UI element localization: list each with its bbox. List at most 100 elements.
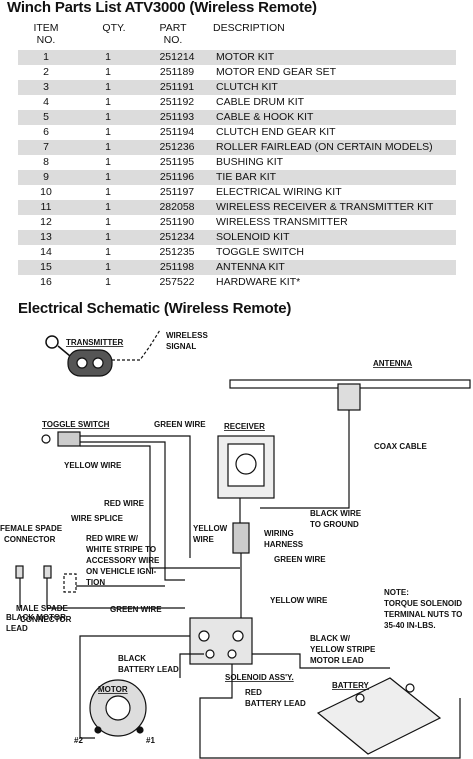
cell-part: 251191 (142, 80, 212, 95)
female-spade-connector-icon (15, 565, 52, 579)
cell-description: TOGGLE SWITCH (216, 246, 304, 258)
parts-list-title: Winch Parts List ATV3000 (Wireless Remot… (7, 0, 317, 16)
cell-part: 282058 (142, 200, 212, 215)
black-battery-lead-label-2: BATTERY LEAD (118, 665, 179, 674)
cell-description: WIRELESS TRANSMITTER (216, 216, 348, 228)
black-motor-lead-label-2: LEAD (6, 624, 28, 633)
cell-qty: 1 (74, 80, 142, 95)
motor-label: MOTOR (98, 685, 128, 694)
red-white-stripe-label-5: TION (86, 578, 105, 587)
antenna-icon (229, 379, 471, 428)
black-battery-lead-label-1: BLACK (118, 654, 146, 663)
cell-qty: 1 (74, 110, 142, 125)
cell-description: TIE BAR KIT (212, 170, 456, 185)
yellow-wire-mid-label-2: WIRE (193, 535, 215, 544)
motor-terminal-2-label: #2 (74, 736, 83, 745)
battery-label: BATTERY (332, 681, 370, 690)
female-spade-label-1: FEMALE SPADE (0, 524, 63, 533)
cell-qty: 1 (105, 246, 111, 258)
transmitter-label: TRANSMITTER (66, 338, 124, 347)
cell-part: 251196 (142, 170, 212, 185)
coax-cable-label: COAX CABLE (374, 442, 428, 451)
motor-terminal-1-label: #1 (146, 736, 155, 745)
cell-part: 251195 (159, 156, 195, 168)
cell-description: CABLE DRUM KIT (216, 96, 305, 108)
black-yellow-stripe-label-3: MOTOR LEAD (310, 656, 364, 665)
cell-part: 251189 (159, 66, 195, 78)
header-qty: QTY. (102, 22, 126, 34)
cell-description: ELECTRICAL WIRING KIT (216, 186, 342, 198)
cell-item: 6 (43, 126, 49, 138)
header-part-line2: NO. (163, 34, 183, 46)
cell-qty: 1 (74, 140, 142, 155)
header-part-line1: PART (159, 22, 187, 34)
cell-description: WIRELESS RECEIVER & TRANSMITTER KIT (212, 200, 456, 215)
red-battery-lead-label-2: BATTERY LEAD (245, 699, 306, 708)
wiring-harness-label-1: WIRING (264, 529, 294, 538)
cell-part: 251198 (142, 260, 212, 275)
yellow-wire-mid-label-1: YELLOW (193, 524, 228, 533)
note-label-4: 35-40 IN-LBS. (384, 621, 436, 630)
toggle-switch-icon (41, 431, 130, 447)
note-label-1: NOTE: (384, 588, 409, 597)
cell-item: 4 (43, 96, 49, 108)
cell-item: 10 (40, 186, 52, 198)
yellow-wire-low-label: YELLOW WIRE (270, 596, 328, 605)
cell-part: 251234 (142, 230, 212, 245)
cell-item: 5 (18, 110, 74, 125)
cell-description: CLUTCH KIT (212, 80, 456, 95)
cell-qty: 1 (105, 66, 111, 78)
cell-item: 2 (43, 66, 49, 78)
red-white-stripe-label-4: ON VEHICLE IGNI- (86, 567, 157, 576)
cell-qty: 1 (105, 216, 111, 228)
black-motor-lead-label-1: BLACK MOTOR (6, 613, 66, 622)
cell-qty: 1 (74, 230, 142, 245)
table-row: 14 1 251235 TOGGLE SWITCH (18, 245, 456, 260)
wireless-signal-label-2: SIGNAL (166, 342, 196, 351)
cell-item: 9 (18, 170, 74, 185)
black-wire-ground-label-2: TO GROUND (310, 520, 359, 529)
motor-icon (89, 679, 147, 737)
cell-qty: 1 (74, 50, 142, 65)
cell-description: CABLE & HOOK KIT (212, 110, 456, 125)
cell-item: 13 (18, 230, 74, 245)
red-white-stripe-label-2: WHITE STRIPE TO (86, 545, 156, 554)
cell-item: 7 (18, 140, 74, 155)
green-wire-low-label: GREEN WIRE (110, 605, 162, 614)
cell-description: HARDWARE KIT* (216, 276, 301, 288)
female-spade-label-2: CONNECTOR (4, 535, 56, 544)
cell-description: BUSHING KIT (216, 156, 284, 168)
cell-part: 251235 (159, 246, 195, 258)
black-wire-ground-label-1: BLACK WIRE (310, 509, 362, 518)
red-white-stripe-label-1: RED WIRE W/ (86, 534, 139, 543)
header-item-line1: ITEM (33, 22, 59, 34)
battery-icon (316, 677, 442, 755)
wire-splice-label: WIRE SPLICE (71, 514, 124, 523)
cell-description: CLUTCH END GEAR KIT (216, 126, 336, 138)
wireless-signal-label-1: WIRELESS (166, 331, 208, 340)
cell-qty: 1 (74, 200, 142, 215)
black-yellow-stripe-label-2: YELLOW STRIPE (310, 645, 376, 654)
cell-description: ROLLER FAIRLEAD (ON CERTAIN MODELS) (212, 140, 456, 155)
cell-part: 251194 (159, 126, 195, 138)
cell-item: 12 (40, 216, 52, 228)
cell-item: 1 (18, 50, 74, 65)
cell-qty: 1 (105, 156, 111, 168)
cell-qty: 1 (105, 276, 111, 288)
cell-part: 251214 (142, 50, 212, 65)
cell-item: 14 (40, 246, 52, 258)
wiring-harness-label-2: HARNESS (264, 540, 304, 549)
